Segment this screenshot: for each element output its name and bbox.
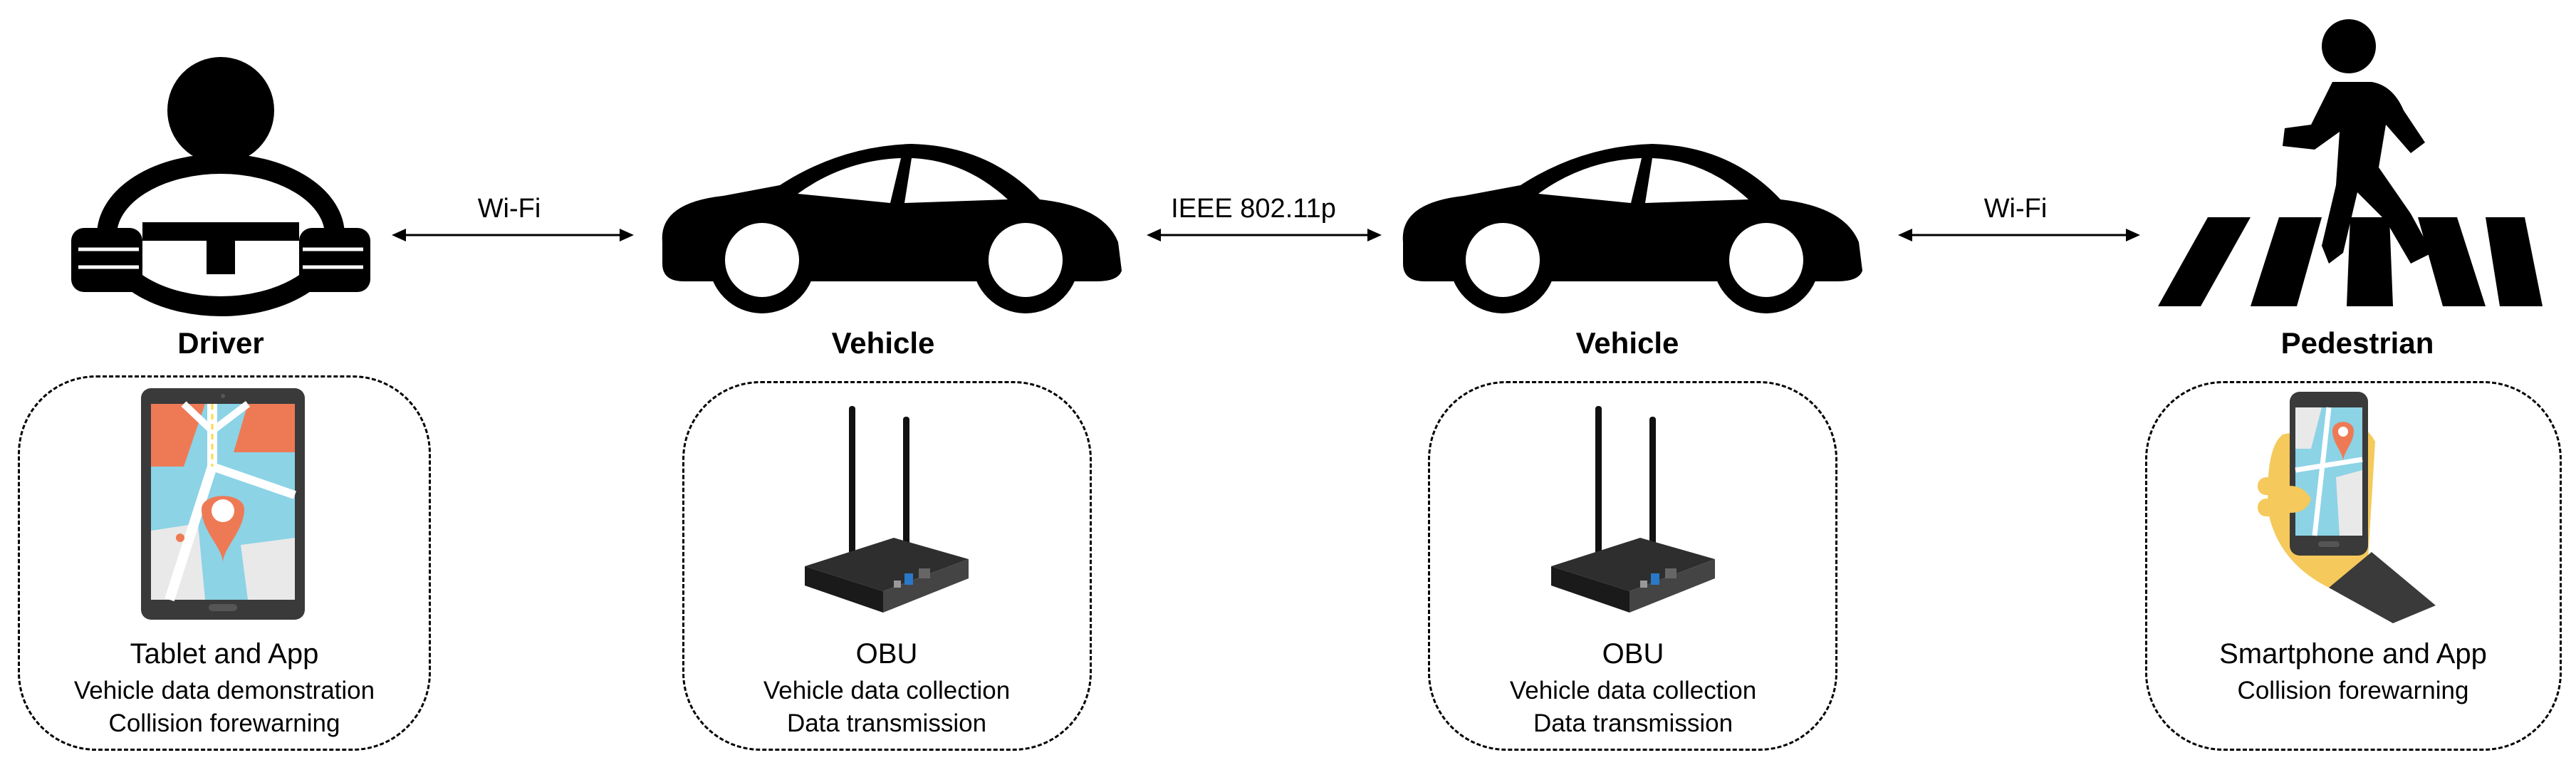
vehicle-right-device-name: OBU — [1602, 638, 1664, 670]
link-label-wifi-right: Wi-Fi — [1983, 194, 2048, 224]
tablet-map-icon — [141, 388, 305, 620]
pedestrian-device-box — [2145, 381, 2562, 751]
link-arrow-wifi-right — [1898, 229, 2140, 241]
driver-function-1: Vehicle data demonstration — [73, 677, 375, 704]
vehicle-right-device-box — [1428, 381, 1837, 751]
pedestrian-function-1: Collision forewarning — [2237, 677, 2469, 704]
vehicle-left-function-2: Data transmission — [786, 709, 987, 737]
link-arrow-ieee — [1147, 229, 1382, 241]
link-label-wifi-left: Wi-Fi — [477, 194, 541, 224]
link-arrow-wifi-left — [392, 229, 634, 241]
obu-router-icon — [1551, 406, 1715, 613]
pedestrian-device-name: Smartphone and App — [2219, 638, 2487, 670]
car-icon-right — [1402, 144, 1862, 313]
driver-function-2: Collision forewarning — [108, 709, 340, 737]
car-icon-left — [662, 144, 1122, 313]
vehicle-left-device-box — [682, 381, 1092, 751]
pedestrian-crosswalk-icon — [2158, 19, 2543, 306]
vehicle-left-title: Vehicle — [831, 326, 935, 360]
driver-device-box — [18, 375, 431, 751]
pedestrian-title: Pedestrian — [2280, 326, 2434, 360]
driver-device-name: Tablet and App — [130, 638, 319, 670]
driver-title: Driver — [177, 326, 264, 360]
vehicle-left-device-name: OBU — [855, 638, 918, 670]
obu-router-icon — [805, 406, 969, 613]
driver-icon — [71, 57, 370, 316]
vehicle-right-function-2: Data transmission — [1533, 709, 1733, 737]
vehicle-left-function-1: Vehicle data collection — [763, 677, 1011, 704]
smartphone-hand-icon — [2258, 392, 2436, 623]
vehicle-right-title: Vehicle — [1575, 326, 1679, 360]
link-label-ieee: IEEE 802.11p — [1171, 194, 1336, 224]
vehicle-right-function-1: Vehicle data collection — [1509, 677, 1757, 704]
